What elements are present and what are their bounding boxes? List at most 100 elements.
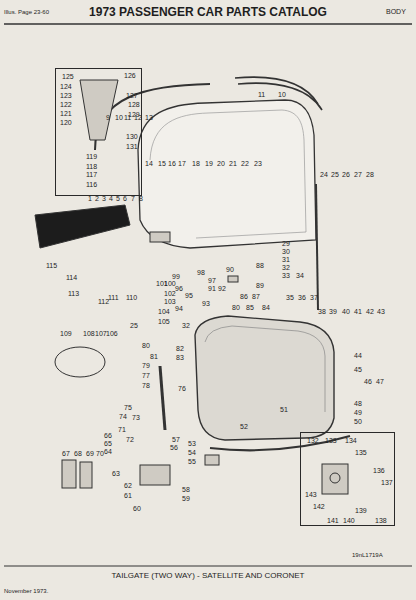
callout-number: 88 bbox=[256, 262, 264, 269]
callout-number: 81 bbox=[150, 353, 158, 360]
callout-number: 142 bbox=[313, 503, 325, 510]
callout-number: 72 bbox=[126, 436, 134, 443]
callout-number: 34 bbox=[296, 272, 304, 279]
callout-number: 135 bbox=[355, 449, 367, 456]
callout-number: 39 bbox=[329, 308, 337, 315]
callout-number: 136 bbox=[373, 467, 385, 474]
callout-number: 120 bbox=[60, 119, 72, 126]
callout-number: 10 bbox=[278, 91, 286, 98]
callout-number: 94 bbox=[175, 305, 183, 312]
callout-number: 5 bbox=[116, 195, 120, 202]
callout-number: 93 bbox=[202, 300, 210, 307]
callout-number: 24 bbox=[320, 171, 328, 178]
callout-number: 56 bbox=[170, 444, 178, 451]
callout-number: 45 bbox=[354, 366, 362, 373]
callout-number: 102 bbox=[164, 290, 176, 297]
callout-number: 101 bbox=[156, 280, 168, 287]
callout-number: 53 bbox=[188, 440, 196, 447]
callout-number: 104 bbox=[158, 308, 170, 315]
callout-number: 20 bbox=[217, 160, 225, 167]
callout-number: 54 bbox=[188, 449, 196, 456]
callout-number: 132 bbox=[307, 437, 319, 444]
callout-number: 121 bbox=[60, 110, 72, 117]
callout-number: 57 bbox=[172, 436, 180, 443]
callout-number: 19 bbox=[205, 160, 213, 167]
callout-number: 23 bbox=[254, 160, 262, 167]
callout-number: 127 bbox=[126, 92, 138, 99]
callout-number: 36 bbox=[298, 294, 306, 301]
callout-number: 2 bbox=[95, 195, 99, 202]
figure-caption: TAILGATE (TWO WAY) - SATELLITE AND CORON… bbox=[0, 572, 416, 580]
callout-number: 32 bbox=[282, 264, 290, 271]
callout-number: 111 bbox=[108, 294, 119, 301]
callout-number: 70 bbox=[96, 450, 104, 457]
page-note: BODY bbox=[386, 8, 406, 15]
callout-number: 1 bbox=[88, 195, 92, 202]
callout-number: 61 bbox=[124, 492, 132, 499]
page-title: 1973 PASSENGER CAR PARTS CATALOG bbox=[0, 6, 416, 18]
callout-number: 49 bbox=[354, 409, 362, 416]
callout-number: 9 bbox=[106, 114, 110, 121]
callout-number: 58 bbox=[182, 486, 190, 493]
callout-number: 28 bbox=[366, 171, 374, 178]
callout-number: 59 bbox=[182, 495, 190, 502]
callout-number: 74 bbox=[119, 413, 127, 420]
callout-number: 25 bbox=[130, 322, 138, 329]
callout-number: 3 bbox=[102, 195, 106, 202]
callout-number: 110 bbox=[126, 294, 137, 301]
callout-number: 118 bbox=[86, 163, 97, 170]
callout-number: 83 bbox=[176, 354, 184, 361]
callout-number: 51 bbox=[280, 406, 288, 413]
callout-number: 109 bbox=[60, 330, 72, 337]
callout-number: 43 bbox=[377, 308, 385, 315]
callout-number: 143 bbox=[305, 491, 317, 498]
callout-number: 92 bbox=[218, 285, 226, 292]
callout-number: 77 bbox=[142, 372, 150, 379]
callout-number: 15 bbox=[158, 160, 166, 167]
callout-number: 52 bbox=[240, 423, 248, 430]
callout-number: 37 bbox=[310, 294, 318, 301]
callout-number: 105 bbox=[158, 318, 170, 325]
callout-number: 106 bbox=[106, 330, 118, 337]
callout-number: 103 bbox=[164, 298, 176, 305]
callout-number: 91 bbox=[208, 285, 216, 292]
callout-number: 108 bbox=[83, 330, 95, 337]
callout-number: 114 bbox=[66, 274, 77, 281]
callout-number: 97 bbox=[208, 277, 216, 284]
callout-number: 29 bbox=[282, 240, 290, 247]
callout-number: 71 bbox=[118, 426, 126, 433]
callout-number: 69 bbox=[86, 450, 94, 457]
callout-number: 76 bbox=[178, 385, 186, 392]
callout-number: 89 bbox=[256, 282, 264, 289]
callout-number: 14 bbox=[145, 160, 153, 167]
callout-number: 66 bbox=[104, 432, 112, 439]
callout-number: 16 bbox=[168, 160, 176, 167]
callout-number: 41 bbox=[354, 308, 362, 315]
callout-number: 126 bbox=[124, 72, 136, 79]
callout-number: 40 bbox=[342, 308, 350, 315]
callout-number: 131 bbox=[126, 143, 138, 150]
callout-number: 90 bbox=[226, 266, 234, 273]
callout-number: 27 bbox=[354, 171, 362, 178]
callout-number: 33 bbox=[282, 272, 290, 279]
callout-number: 80 bbox=[142, 342, 150, 349]
callout-number: 98 bbox=[197, 269, 205, 276]
callout-number: 125 bbox=[62, 73, 74, 80]
callout-number: 87 bbox=[252, 293, 260, 300]
callout-number: 75 bbox=[124, 404, 132, 411]
page-note: November 1973. bbox=[4, 588, 48, 594]
callout-number: 79 bbox=[142, 362, 150, 369]
callout-number: 30 bbox=[282, 248, 290, 255]
page-note: 19nL1719A bbox=[352, 552, 383, 558]
callout-number: 117 bbox=[86, 171, 97, 178]
callout-number: 112 bbox=[98, 298, 109, 305]
page-note: Illus. Page 23-60 bbox=[4, 9, 49, 15]
callout-number: 82 bbox=[176, 345, 184, 352]
detail-inset: 1251261241231271221281211291201301191311… bbox=[55, 68, 142, 196]
callout-number: 85 bbox=[246, 304, 254, 311]
callout-number: 47 bbox=[376, 378, 384, 385]
callout-number: 80 bbox=[232, 304, 240, 311]
callout-number: 95 bbox=[185, 292, 193, 299]
callout-number: 63 bbox=[112, 470, 120, 477]
callout-number: 32 bbox=[182, 322, 190, 329]
